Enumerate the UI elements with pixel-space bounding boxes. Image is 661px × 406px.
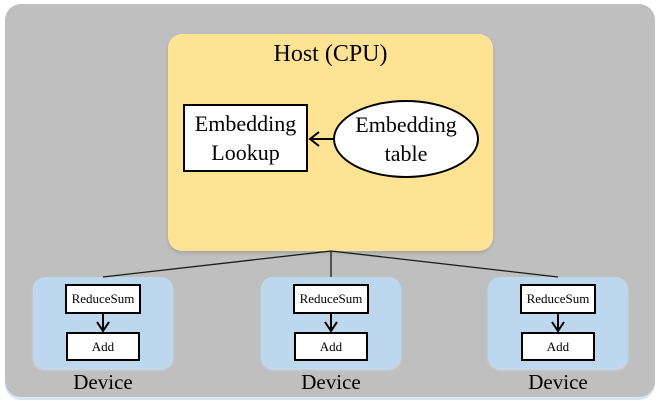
device-label-1: Device bbox=[73, 370, 133, 394]
embedding-lookup-node: Embedding Lookup bbox=[183, 104, 308, 172]
add-label: Add bbox=[546, 338, 570, 354]
host-cpu-title: Host (CPU) bbox=[273, 41, 388, 67]
device-group-2: ReduceSum Add bbox=[261, 277, 401, 368]
embedding-table-label: Embedding table bbox=[355, 112, 457, 166]
add-label: Add bbox=[91, 338, 115, 354]
add-node: Add bbox=[521, 332, 595, 361]
device-group-1: ReduceSum Add bbox=[33, 277, 173, 368]
embedding-table-node: Embedding table bbox=[333, 100, 479, 178]
reducesum-label: ReduceSum bbox=[526, 291, 590, 306]
reducesum-node: ReduceSum bbox=[293, 284, 369, 314]
reducesum-label: ReduceSum bbox=[71, 291, 135, 306]
embedding-lookup-label: Embedding Lookup bbox=[194, 111, 297, 165]
reducesum-node: ReduceSum bbox=[65, 284, 141, 314]
reducesum-label: ReduceSum bbox=[299, 291, 363, 306]
add-label: Add bbox=[319, 338, 343, 354]
add-node: Add bbox=[66, 332, 140, 361]
device-label-3: Device bbox=[528, 370, 588, 394]
device-label-2: Device bbox=[301, 370, 361, 394]
add-node: Add bbox=[294, 332, 368, 361]
device-group-3: ReduceSum Add bbox=[488, 277, 628, 368]
reducesum-node: ReduceSum bbox=[520, 284, 596, 314]
